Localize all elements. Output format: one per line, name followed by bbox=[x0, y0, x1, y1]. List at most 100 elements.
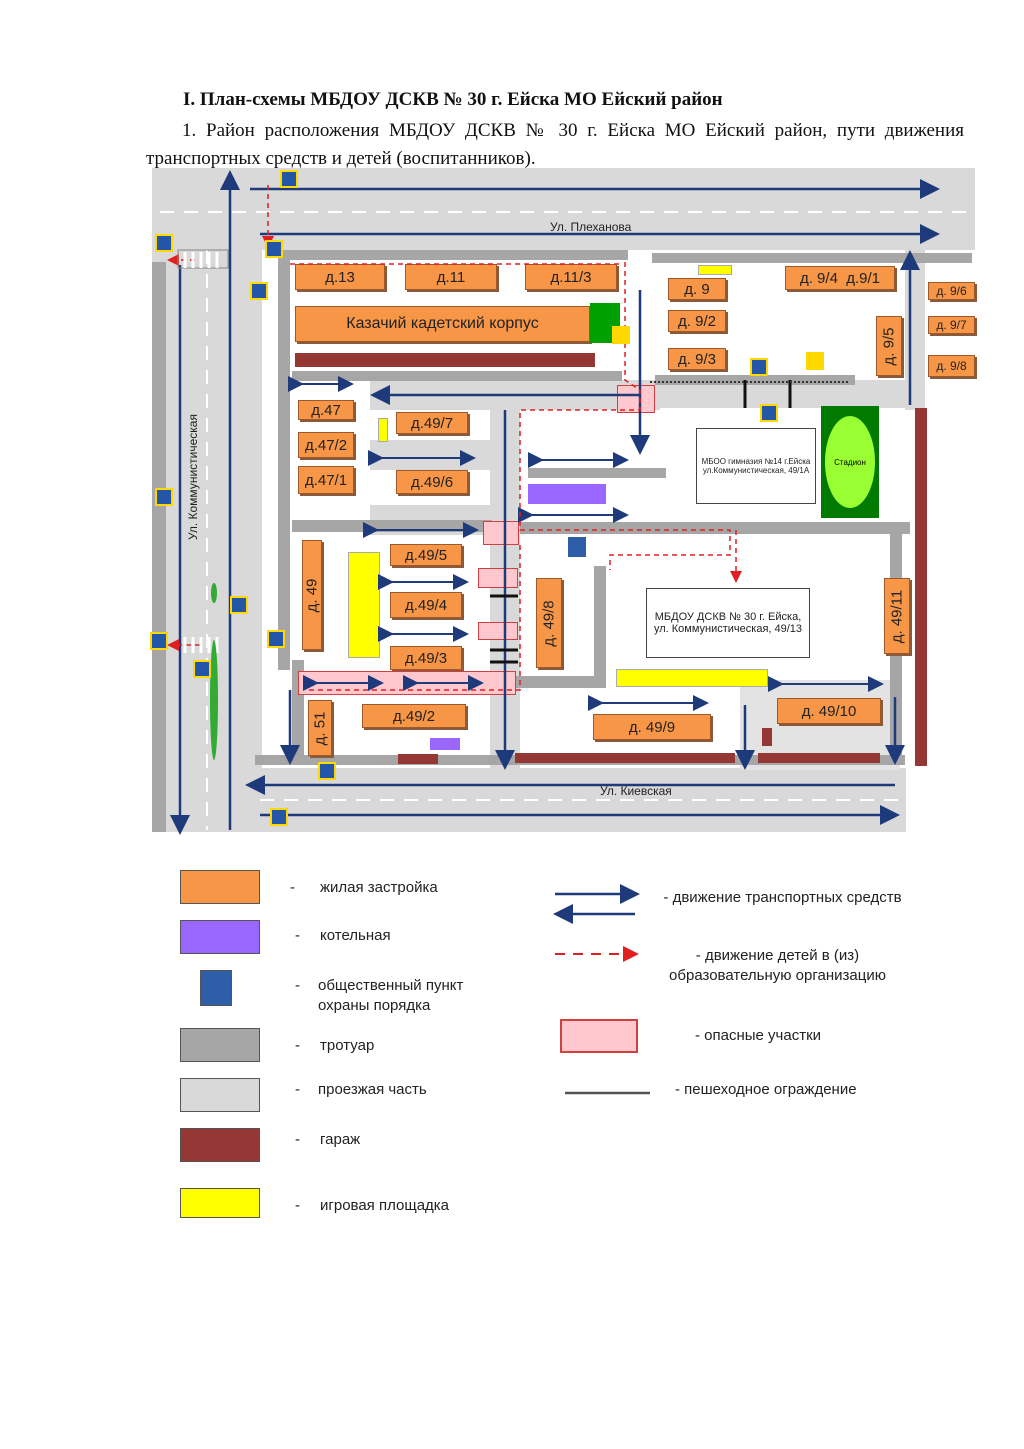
legend-dash: - bbox=[295, 1037, 300, 1054]
legend-label-garage: гараж bbox=[320, 1131, 361, 1148]
stadium-field: Стадион bbox=[825, 416, 875, 508]
building-d49-2: д.49/2 bbox=[362, 704, 466, 728]
legend-swatch-boiler bbox=[180, 920, 260, 954]
school-label: МБДОУ ДСКВ № 30 г. Ейска, ул. Коммунисти… bbox=[646, 588, 810, 658]
building-d49-5: д.49/5 bbox=[390, 544, 462, 566]
building-d49: д. 49 bbox=[302, 540, 322, 650]
legend-swatch-roadway bbox=[180, 1078, 260, 1112]
building-d9-8: д. 9/8 bbox=[928, 355, 975, 377]
crosswalk-sign-icon bbox=[155, 234, 173, 252]
building-d49-11: д. 49/11 bbox=[884, 578, 910, 654]
sidewalk bbox=[292, 371, 622, 381]
legend-label-playground: игровая площадка bbox=[320, 1197, 450, 1214]
route-overlay bbox=[160, 170, 970, 835]
crosswalk-sign-icon bbox=[318, 762, 336, 780]
building-d47-1: д.47/1 bbox=[298, 466, 354, 494]
legend-dash: - bbox=[290, 879, 295, 896]
boiler-house bbox=[528, 484, 606, 504]
sidewalk bbox=[278, 250, 628, 260]
sidewalk bbox=[152, 262, 166, 832]
street-label-plekhanova: Ул. Плеханова bbox=[550, 220, 632, 234]
playground bbox=[616, 669, 768, 687]
building-d47-2: д.47/2 bbox=[298, 432, 354, 458]
legend-label-fence: - пешеходное ограждение bbox=[675, 1081, 857, 1098]
building-d49-6: д.49/6 bbox=[396, 470, 468, 494]
legend-swatch-residential bbox=[180, 870, 260, 904]
legend-dash: - bbox=[295, 1081, 300, 1098]
building-d11: д.11 bbox=[405, 264, 497, 290]
building-d47: д.47 bbox=[298, 400, 354, 420]
garage bbox=[762, 728, 772, 746]
crosswalk-sign-icon bbox=[230, 596, 248, 614]
danger-zone bbox=[478, 568, 518, 588]
building-d9-4-9-1: д. 9/4 д.9/1 bbox=[785, 266, 895, 290]
building-d9: д. 9 bbox=[668, 278, 726, 300]
crosswalk-sign-icon bbox=[267, 630, 285, 648]
legend-dash: - bbox=[295, 1131, 300, 1148]
document-heading: I. План-схемы МБДОУ ДСКВ № 30 г. Ейска М… bbox=[183, 89, 723, 110]
building-d49-3: д.49/3 bbox=[390, 646, 462, 670]
gymnasium-label: МБОО гимназия №14 г.Ейска ул.Коммунистич… bbox=[696, 428, 816, 504]
building-d49-4: д.49/4 bbox=[390, 592, 462, 618]
building-cadet-corps: Казачий кадетский корпус bbox=[295, 306, 590, 342]
crosswalk-sign-icon bbox=[155, 488, 173, 506]
crosswalk-sign-icon bbox=[280, 170, 298, 188]
legend-symbols bbox=[553, 884, 650, 1095]
street-label-kievskaya: Ул. Киевская bbox=[600, 784, 672, 798]
building-d9-7: д. 9/7 bbox=[928, 316, 975, 334]
stadium: Стадион bbox=[821, 406, 879, 518]
building-d49-8: д. 49/8 bbox=[536, 578, 562, 668]
building-d49-7: д.49/7 bbox=[396, 412, 468, 434]
garage bbox=[515, 753, 735, 763]
children-warning-sign-icon bbox=[612, 326, 630, 344]
danger-zone bbox=[617, 385, 655, 413]
sidewalk bbox=[652, 253, 972, 263]
building-d9-2: д. 9/2 bbox=[668, 310, 726, 332]
crosswalk-sign-icon bbox=[193, 660, 211, 678]
building-d9-3: д. 9/3 bbox=[668, 348, 726, 370]
legend-label-danger: - опасные участки bbox=[695, 1027, 822, 1044]
sidewalk bbox=[594, 566, 606, 676]
legend-label-police: общественный пункт охраны порядка bbox=[318, 977, 464, 1014]
crosswalk-sign-icon bbox=[250, 282, 268, 300]
sidewalk bbox=[278, 250, 290, 670]
crosswalk-sign-icon bbox=[760, 404, 778, 422]
legend-swatch-danger bbox=[560, 1019, 638, 1053]
danger-zone bbox=[478, 622, 518, 640]
danger-zone bbox=[483, 521, 519, 545]
legend-dash: - bbox=[295, 1197, 300, 1214]
garage bbox=[398, 754, 438, 764]
legend-swatch-playground bbox=[180, 1188, 260, 1218]
sidewalk bbox=[520, 522, 910, 534]
boiler-house bbox=[430, 738, 460, 750]
legend-label-boiler: котельная bbox=[320, 927, 391, 944]
building-d9-5: д. 9/5 bbox=[876, 316, 902, 376]
legend-dash: - bbox=[295, 977, 300, 994]
building-d49-9: д. 49/9 bbox=[593, 714, 711, 740]
legend-dash: - bbox=[295, 927, 300, 944]
sidewalk bbox=[655, 375, 855, 385]
legend-swatch-garage bbox=[180, 1128, 260, 1162]
building-d49-10: д. 49/10 bbox=[777, 698, 881, 724]
crosswalk-sign-icon bbox=[265, 240, 283, 258]
site-map: д.13 д.11 д.11/3 Казачий кадетский корпу… bbox=[150, 168, 975, 835]
legend-label-sidewalk: тротуар bbox=[320, 1037, 375, 1054]
police-post bbox=[568, 537, 586, 557]
crosswalk-sign-icon bbox=[750, 358, 768, 376]
legend-label-traffic: - движение транспортных средств bbox=[663, 889, 902, 906]
sidewalk bbox=[516, 676, 606, 688]
children-warning-sign-icon bbox=[806, 352, 824, 370]
legend-label-residential: жилая застройка bbox=[320, 879, 438, 896]
street-label-kommunisticheskaya: Ул. Коммунистическая bbox=[185, 414, 200, 540]
playground bbox=[698, 265, 732, 275]
building-d51: д. 51 bbox=[308, 700, 332, 756]
legend-swatch-sidewalk bbox=[180, 1028, 260, 1062]
legend-label-children: - движение детей в (из) образовательную … bbox=[669, 947, 886, 984]
legend-swatch-police bbox=[200, 970, 232, 1006]
playground bbox=[348, 552, 380, 658]
legend-label-roadway: проезжая часть bbox=[318, 1081, 427, 1098]
garage bbox=[758, 753, 880, 763]
crosswalk-sign-icon bbox=[270, 808, 288, 826]
garage bbox=[915, 408, 927, 766]
